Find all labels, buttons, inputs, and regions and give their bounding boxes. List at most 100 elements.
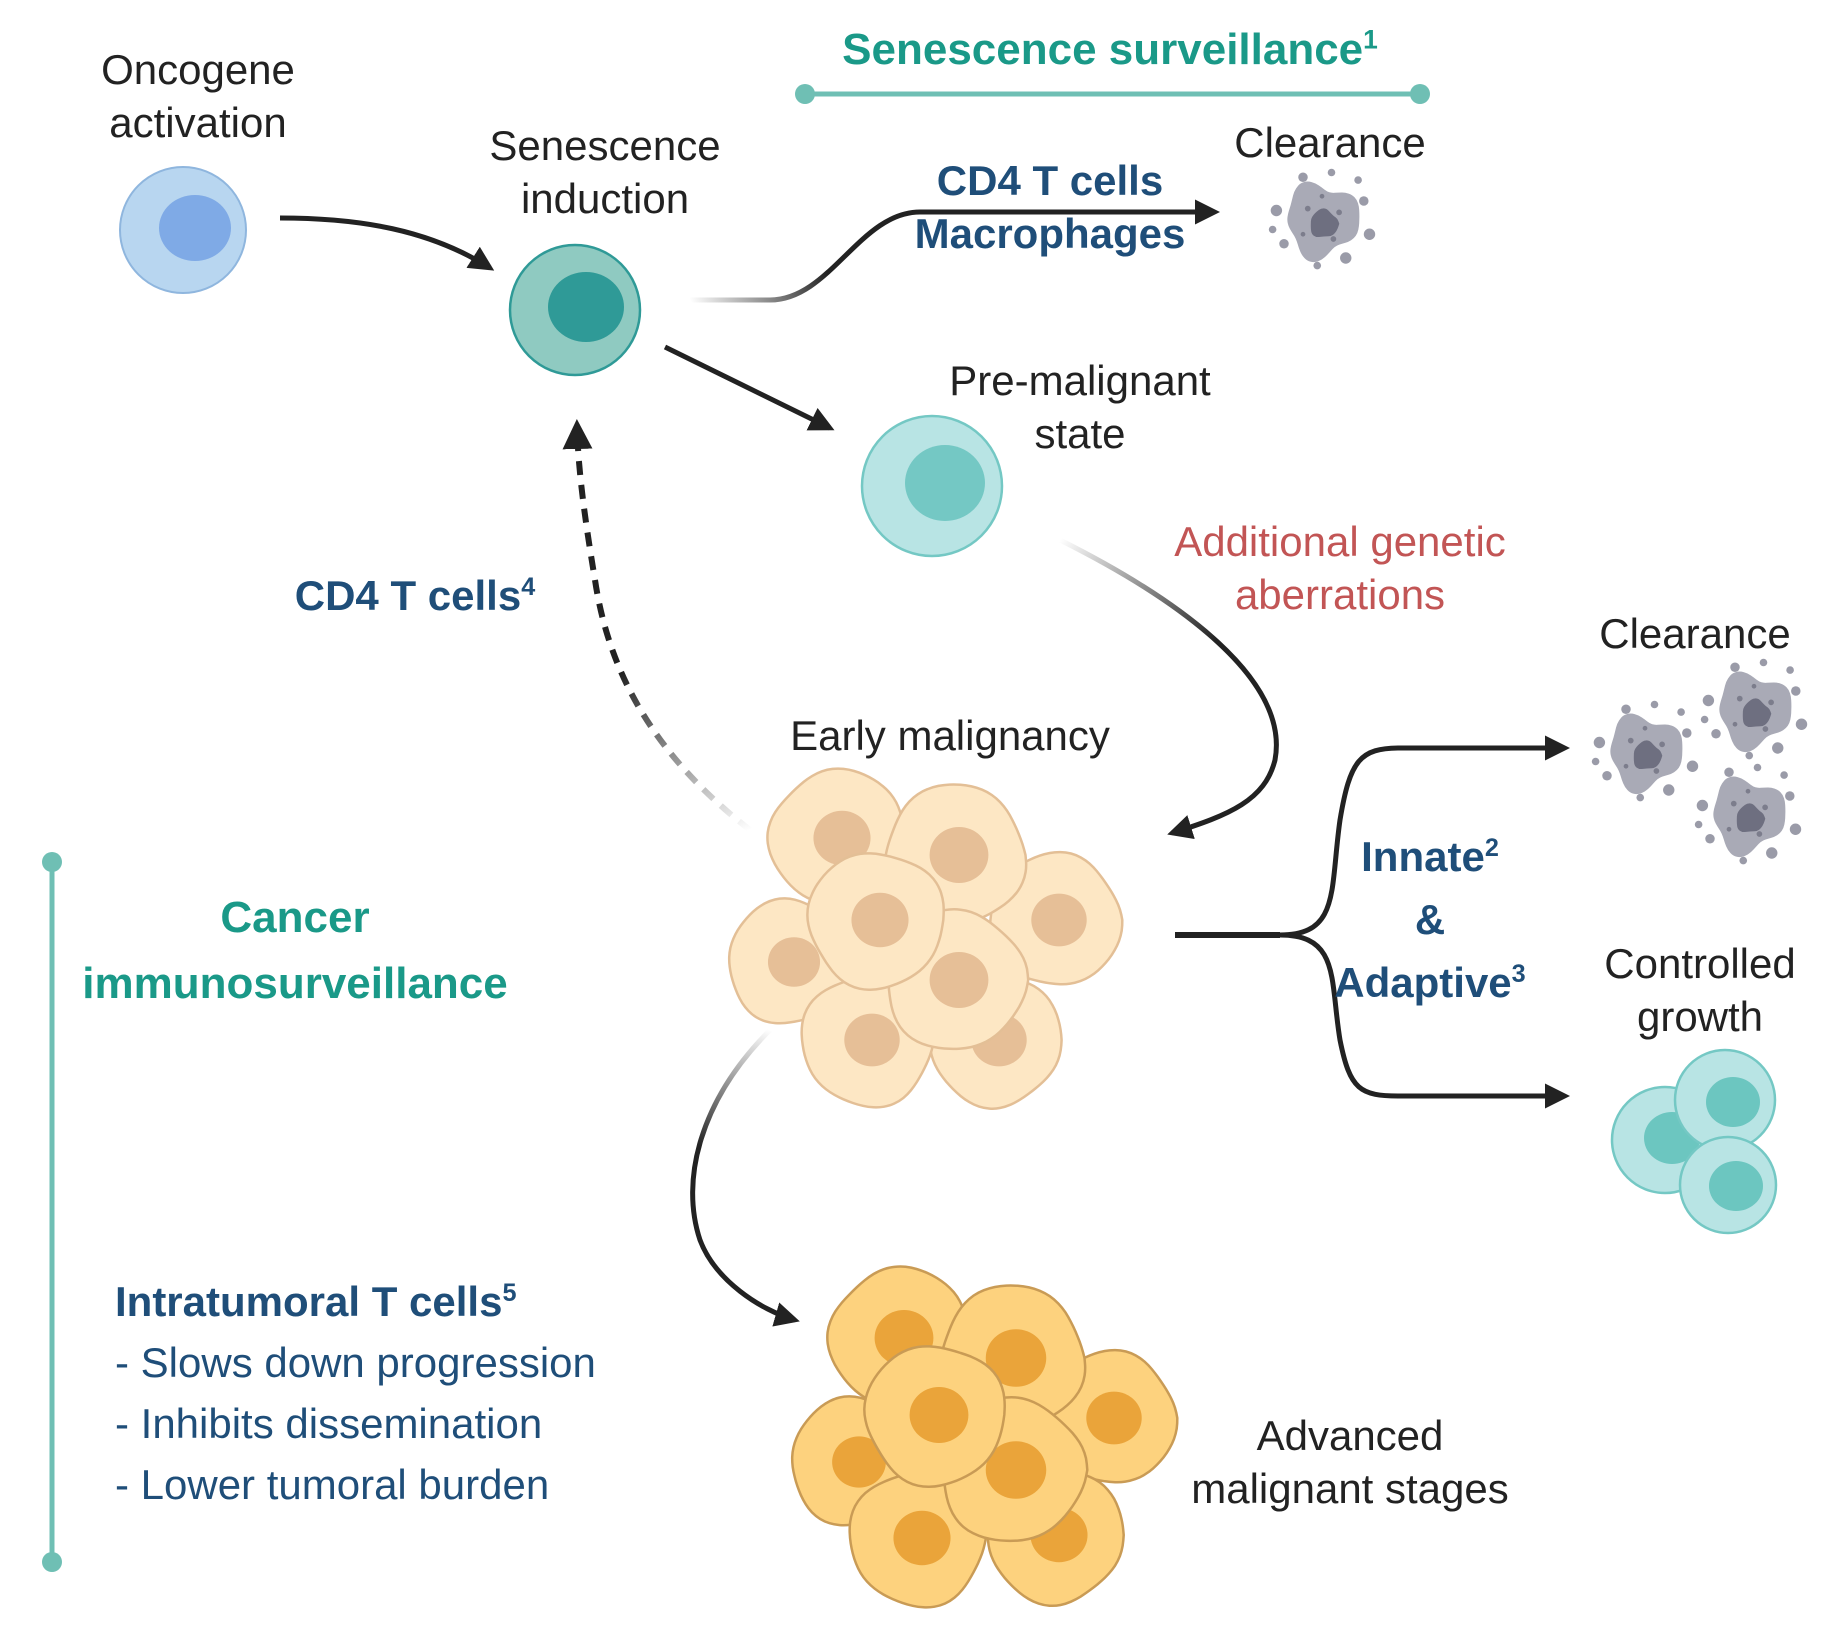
- effect-item: - Slows down progression: [115, 1338, 596, 1386]
- debris-fragment: [1785, 791, 1795, 801]
- tumor-cell-nucleus: [985, 1329, 1047, 1387]
- debris-fragment: [1711, 729, 1721, 739]
- controlled-growth-label: Controlled growth: [1604, 940, 1796, 1040]
- oncogene-activation-label: Oncogene activation: [101, 46, 295, 146]
- clearance-debris-icon-3: [1694, 763, 1802, 865]
- debris-fragment: [1602, 771, 1612, 781]
- debris-dot: [1627, 737, 1634, 744]
- debris-dot: [1732, 721, 1738, 727]
- debris-fragment: [1772, 742, 1784, 754]
- advanced-malignant-stages-label: Advanced malignant stages: [1191, 1412, 1509, 1512]
- debris-fragment: [1636, 793, 1645, 802]
- debris-fragment: [1298, 172, 1308, 182]
- intratumoral-t-cells-block: Intratumoral T cells5 - Slows down progr…: [115, 1272, 675, 1516]
- debris-core: [1736, 803, 1766, 833]
- oncogene-cell-icon: [119, 166, 247, 294]
- arrow-early-to-advanced: [690, 1028, 800, 1327]
- debris-dot: [1659, 741, 1665, 748]
- debris-dot: [1623, 763, 1629, 769]
- early-malignancy-cluster-icon: [727, 767, 1124, 1110]
- debris-fragment: [1359, 196, 1369, 206]
- clearance-debris-icon-1: [1591, 700, 1699, 802]
- debris-fragment: [1363, 228, 1376, 240]
- effect-item: - Lower tumoral burden: [115, 1460, 550, 1508]
- debris-dot: [1336, 209, 1342, 216]
- senescence-surveillance-title: Senescence surveillance1: [842, 24, 1378, 74]
- tumor-cell-nucleus: [929, 952, 989, 1008]
- debris-fragment: [1700, 715, 1709, 724]
- debris-dot: [1730, 800, 1737, 807]
- clearance-top-label: Clearance: [1234, 119, 1426, 166]
- debris-fragment: [1753, 763, 1762, 772]
- tumor-cell-nucleus: [767, 937, 821, 987]
- debris-fragment: [1279, 239, 1289, 249]
- debris-fragment: [1739, 856, 1748, 865]
- tumor-cell-nucleus: [844, 1013, 900, 1067]
- intratumoral-t-cells-heading: Intratumoral T cells5: [115, 1278, 517, 1325]
- debris-fragment: [1650, 700, 1659, 709]
- debris-dot: [1653, 768, 1660, 774]
- debris-fragment: [1270, 204, 1283, 217]
- tumor-cell-nucleus: [813, 810, 871, 866]
- debris-fragment: [1766, 847, 1778, 859]
- debris-dot: [1304, 205, 1311, 212]
- debris-fragment: [1686, 760, 1699, 772]
- arrow-senescence-to-premalignant: [663, 344, 835, 431]
- debris-fragment: [1621, 704, 1631, 714]
- tumor-cell-nucleus: [985, 1441, 1047, 1499]
- tumor-cell-nucleus: [1086, 1391, 1142, 1445]
- debris-fragment: [1795, 718, 1808, 730]
- senescence-induction-label: Senescence induction: [489, 122, 721, 222]
- debris-dot: [1642, 725, 1648, 731]
- additional-genetic-aberrations-label: Additional genetic aberrations: [1174, 518, 1506, 618]
- tumor-cell-nucleus: [893, 1510, 951, 1566]
- arrow-aberrations-to-early-malignancy: [1058, 537, 1279, 840]
- debris-fragment: [1759, 658, 1768, 667]
- debris-fragment: [1745, 751, 1754, 760]
- clearance-debris-icon-top: [1268, 168, 1376, 270]
- debris-dot: [1745, 788, 1751, 794]
- debris-fragment: [1780, 771, 1788, 779]
- debris-dot: [1726, 826, 1732, 832]
- senescence-cell-icon: [508, 243, 642, 377]
- cancer-immunosurveillance-bar: [42, 852, 62, 1572]
- tumor-cell-nucleus: [1031, 893, 1087, 947]
- cd4-macrophages-label: CD4 T cells Macrophages: [914, 157, 1186, 257]
- debris-fragment: [1354, 176, 1362, 184]
- debris-dot: [1756, 831, 1763, 837]
- debris-core: [1633, 740, 1663, 770]
- debris-core: [1742, 698, 1772, 728]
- cancer-immunosurveillance-title: Cancer immunosurveillance: [82, 893, 508, 1008]
- tumor-cell-nucleus: [851, 892, 909, 948]
- innate-adaptive-label: Innate2 & Adaptive3: [1334, 833, 1526, 1006]
- debris-fragment: [1663, 784, 1675, 796]
- debris-fragment: [1705, 834, 1715, 844]
- premalignant-state-label: Pre-malignant state: [949, 357, 1211, 457]
- debris-dot: [1319, 193, 1325, 199]
- debris-dot: [1762, 804, 1768, 811]
- arrow-branch-to-clearance: [1279, 735, 1570, 938]
- debris-fragment: [1340, 252, 1352, 264]
- debris-fragment: [1791, 686, 1801, 696]
- debris-fragment: [1593, 736, 1606, 749]
- debris-fragment: [1268, 225, 1277, 234]
- debris-dot: [1762, 726, 1769, 732]
- arrow-cd4-dashed-to-senescence: [562, 419, 752, 833]
- debris-dot: [1300, 231, 1306, 237]
- debris-fragment: [1786, 666, 1794, 674]
- tumor-cell-nucleus: [832, 1436, 886, 1488]
- effect-item: - Inhibits dissemination: [115, 1399, 543, 1447]
- debris-dot: [1736, 695, 1743, 702]
- debris-fragment: [1313, 261, 1322, 270]
- early-malignancy-label: Early malignancy: [790, 712, 1110, 759]
- controlled-growth-cells-icon: [1610, 1048, 1778, 1235]
- tumor-cell-nucleus: [929, 827, 989, 883]
- debris-fragment: [1694, 820, 1703, 829]
- clearance-right-label: Clearance: [1599, 610, 1791, 657]
- debris-dot: [1768, 699, 1774, 706]
- clearance-debris-icon-2: [1700, 658, 1808, 760]
- debris-dot: [1330, 236, 1337, 242]
- premalignant-cell-icon: [860, 414, 1004, 558]
- debris-fragment: [1682, 728, 1692, 738]
